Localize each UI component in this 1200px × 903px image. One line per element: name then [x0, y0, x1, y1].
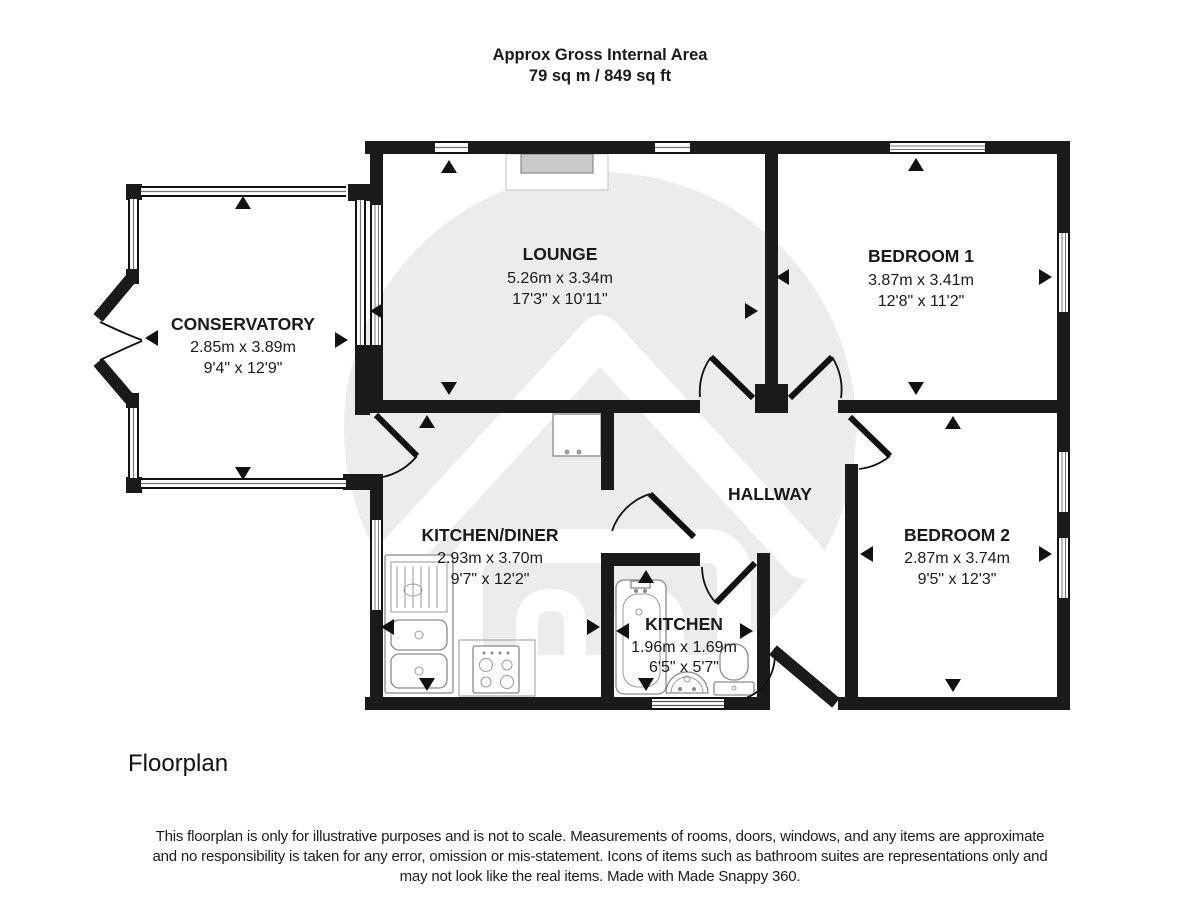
measure-arrow-up — [908, 158, 924, 171]
room-dim-metric: 1.96m x 1.69m — [631, 639, 737, 656]
measure-arrow-right — [745, 303, 758, 319]
measure-arrow-up — [235, 196, 251, 209]
room-name: KITCHEN/DINER — [421, 525, 558, 545]
floorplan-caption: Floorplan — [128, 750, 228, 777]
measure-arrow-left — [616, 623, 629, 639]
measure-arrow-left — [370, 303, 383, 319]
room-dim-imperial: 9'4" x 12'9" — [204, 360, 283, 377]
measure-arrow-up — [638, 570, 654, 583]
fireplace-icon — [505, 153, 609, 191]
window — [1057, 452, 1070, 512]
room-dim-imperial: 9'7" x 12'2" — [451, 571, 530, 588]
door-arc — [99, 321, 143, 341]
room-label-conservatory: CONSERVATORY 2.85m x 3.89m 9'4" x 12'9" — [171, 314, 315, 377]
windows — [128, 141, 1070, 710]
door-arc — [382, 455, 418, 478]
window — [652, 697, 724, 710]
window — [435, 141, 468, 154]
measure-arrows — [145, 158, 1052, 692]
measure-arrow-left — [145, 330, 158, 346]
measure-arrow-left — [381, 619, 394, 635]
window — [370, 205, 383, 345]
door-arc — [698, 356, 712, 398]
door-leaf — [708, 354, 756, 401]
doors — [99, 321, 893, 700]
header-title: Approx Gross Internal Area — [493, 46, 709, 64]
room-name: KITCHEN — [645, 614, 723, 634]
room-label-bedroom2: BEDROOM 2 2.87m x 3.74m 9'5" x 12'3" — [904, 525, 1010, 588]
room-name: CONSERVATORY — [171, 314, 315, 334]
disclaimer-line-2: and no responsibility is taken for any e… — [153, 848, 1048, 865]
measure-arrow-right — [587, 619, 600, 635]
boiler-cupboard-icon — [552, 413, 602, 457]
window — [370, 520, 383, 610]
room-dim-metric: 5.26m x 3.34m — [507, 270, 613, 287]
conservatory-window — [141, 186, 346, 197]
measure-arrow-right — [335, 332, 348, 348]
window — [1057, 538, 1070, 598]
measure-arrow-down — [908, 382, 924, 395]
measure-arrow-up — [945, 416, 961, 429]
header-area: 79 sq m / 849 sq ft — [529, 67, 672, 85]
room-dim-imperial: 6'5" x 5'7" — [649, 659, 719, 676]
door-arc — [831, 356, 843, 399]
conservatory-window — [141, 478, 346, 489]
door-leaf — [847, 414, 893, 459]
room-dim-metric: 2.87m x 3.74m — [904, 550, 1010, 567]
disclaimer-line-3: may not look like the real items. Made w… — [400, 868, 801, 885]
door-leaf — [373, 412, 420, 459]
room-label-kitchen: KITCHEN 1.96m x 1.69m 6'5" x 5'7" — [631, 614, 737, 676]
room-dim-metric: 2.85m x 3.89m — [190, 339, 296, 356]
door-arc — [99, 340, 143, 361]
room-dim-metric: 2.93m x 3.70m — [437, 550, 543, 567]
measure-arrow-left — [860, 546, 873, 562]
room-label-bedroom1: BEDROOM 1 3.87m x 3.41m 12'8" x 11'2" — [868, 246, 974, 310]
measure-arrow-down — [638, 678, 654, 691]
conservatory-window — [128, 408, 139, 478]
measure-arrow-up — [441, 160, 457, 173]
disclaimer: This floorplan is only for illustrative … — [153, 828, 1048, 885]
measure-arrow-down — [945, 679, 961, 692]
room-dim-imperial: 9'5" x 12'3" — [918, 571, 997, 588]
toilet-icon — [713, 643, 755, 696]
measure-arrow-down — [235, 467, 251, 480]
disclaimer-line-1: This floorplan is only for illustrative … — [156, 828, 1045, 845]
window — [890, 141, 985, 154]
door-arc — [858, 455, 891, 470]
room-name: BEDROOM 2 — [904, 525, 1010, 545]
door-leaf — [647, 491, 697, 540]
basin-icon — [665, 671, 709, 694]
room-label-kitchen-diner: KITCHEN/DINER 2.93m x 3.70m 9'7" x 12'2" — [421, 525, 558, 588]
window — [655, 141, 690, 154]
door-leaf — [713, 560, 758, 606]
measure-arrow-right — [740, 623, 753, 639]
room-name: LOUNGE — [523, 244, 598, 264]
conservatory-window — [355, 200, 366, 345]
room-dim-metric: 3.87m x 3.41m — [868, 272, 974, 289]
measure-arrow-left — [776, 269, 789, 285]
room-label-lounge: LOUNGE 5.26m x 3.34m 17'3" x 10'11" — [507, 244, 613, 308]
conservatory-window — [128, 199, 139, 269]
door-arc — [701, 566, 717, 604]
measure-arrow-up — [419, 415, 435, 428]
measure-arrow-down — [441, 382, 457, 395]
room-name: BEDROOM 1 — [868, 246, 974, 266]
kitchen-sink-unit-icon — [384, 554, 454, 694]
room-dim-imperial: 17'3" x 10'11" — [512, 291, 607, 308]
door-leaf — [787, 354, 835, 401]
room-dim-imperial: 12'8" x 11'2" — [878, 293, 965, 310]
bathtub-icon — [615, 579, 667, 695]
measure-arrow-right — [1039, 546, 1052, 562]
window — [1057, 233, 1070, 312]
measure-arrow-right — [1039, 269, 1052, 285]
measure-arrow-down — [419, 678, 435, 691]
door-arc — [611, 493, 651, 532]
room-label-hallway: HALLWAY — [728, 484, 812, 504]
door-arc — [743, 647, 776, 700]
hob-icon — [458, 639, 536, 697]
